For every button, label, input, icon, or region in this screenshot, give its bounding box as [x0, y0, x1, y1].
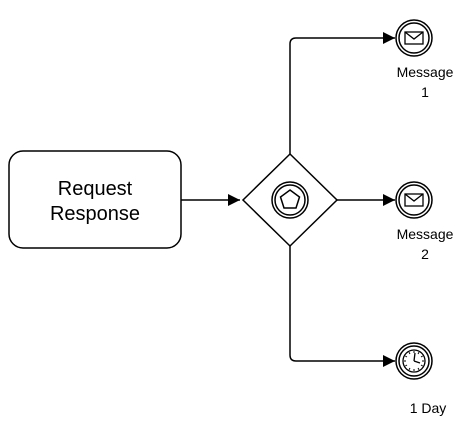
pentagon-icon — [279, 189, 301, 209]
task-request-response[interactable]: Request Response — [8, 150, 182, 249]
clock-icon — [402, 349, 426, 373]
envelope-icon — [404, 193, 424, 207]
event-based-gateway[interactable] — [241, 152, 339, 248]
envelope-icon — [404, 31, 424, 45]
task-label-line2: Response — [50, 203, 140, 225]
intermediate-message-event-1[interactable] — [395, 19, 433, 57]
sequence-flow-gateway-timer — [289, 246, 395, 367]
sequence-flow-gateway-message1 — [289, 32, 395, 154]
event-label-message2-line2: 2 — [421, 246, 429, 262]
intermediate-message-event-2[interactable] — [395, 181, 433, 219]
event-label-message2-line1: Message — [397, 226, 454, 242]
intermediate-timer-event[interactable] — [395, 342, 433, 380]
event-label-timer: 1 Day — [410, 400, 447, 416]
task-label-line1: Request — [58, 178, 133, 200]
event-label-message1-line1: Message — [397, 64, 454, 80]
event-label-message1-line2: 1 — [421, 84, 429, 100]
